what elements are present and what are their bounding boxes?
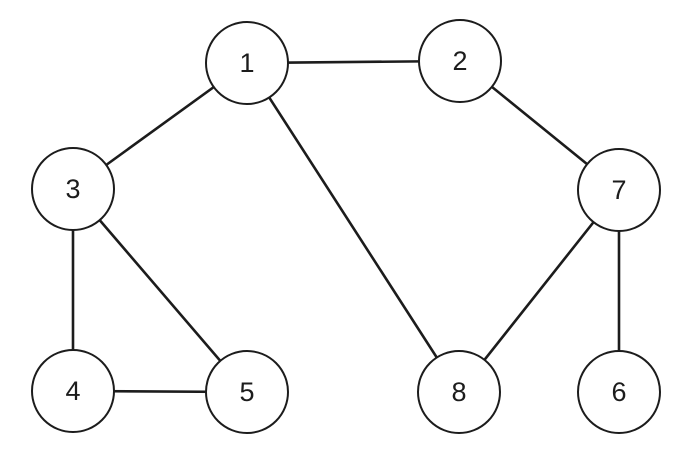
edge-7-8 bbox=[457, 188, 621, 394]
node-circle-2 bbox=[418, 19, 502, 103]
node-4: 4 bbox=[31, 349, 115, 433]
node-5: 5 bbox=[205, 350, 289, 434]
node-8: 8 bbox=[417, 350, 501, 434]
node-label-2: 2 bbox=[452, 46, 467, 76]
node-3: 3 bbox=[31, 147, 115, 231]
edge-3-5 bbox=[71, 187, 249, 394]
node-1: 1 bbox=[205, 21, 289, 105]
node-label-5: 5 bbox=[239, 377, 254, 407]
edge-1-8 bbox=[245, 61, 461, 394]
node-label-3: 3 bbox=[65, 174, 80, 204]
node-7: 7 bbox=[577, 148, 661, 232]
node-circle-1 bbox=[205, 21, 289, 105]
node-label-8: 8 bbox=[451, 377, 466, 407]
node-label-6: 6 bbox=[611, 377, 626, 407]
node-label-4: 4 bbox=[65, 376, 80, 406]
node-circle-6 bbox=[577, 350, 661, 434]
node-label-1: 1 bbox=[239, 48, 254, 78]
node-2: 2 bbox=[418, 19, 502, 103]
node-label-7: 7 bbox=[611, 175, 626, 205]
node-circle-7 bbox=[577, 148, 661, 232]
node-6: 6 bbox=[577, 350, 661, 434]
node-circle-8 bbox=[417, 350, 501, 434]
node-circle-5 bbox=[205, 350, 289, 434]
node-circle-4 bbox=[31, 349, 115, 433]
node-circle-3 bbox=[31, 147, 115, 231]
